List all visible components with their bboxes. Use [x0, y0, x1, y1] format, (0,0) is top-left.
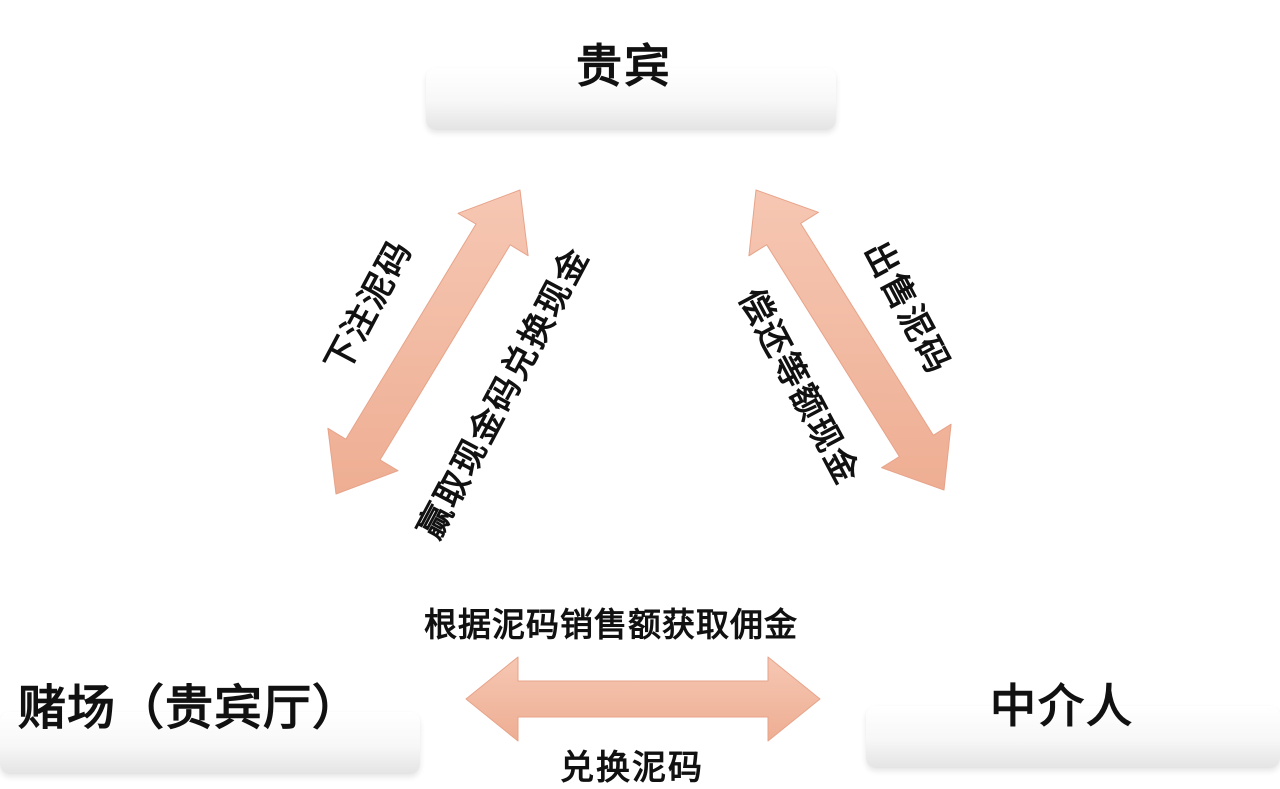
commission-label: 根据泥码销售额获取佣金: [424, 605, 798, 644]
exchange-chips-label: 兑换泥码: [560, 748, 704, 788]
guest-node-box: [426, 68, 836, 130]
agent-node-box: [866, 706, 1280, 768]
agent-label: 中介人: [990, 679, 1134, 733]
guest-casino-double-arrow: [327, 189, 529, 495]
guest-label: 贵宾: [576, 39, 672, 93]
guest-agent-double-arrow: [748, 189, 952, 491]
casino-node-box: [0, 712, 420, 774]
casino-label: 赌场（贵宾厅）: [18, 680, 362, 736]
casino-agent-double-arrow: [465, 656, 821, 742]
